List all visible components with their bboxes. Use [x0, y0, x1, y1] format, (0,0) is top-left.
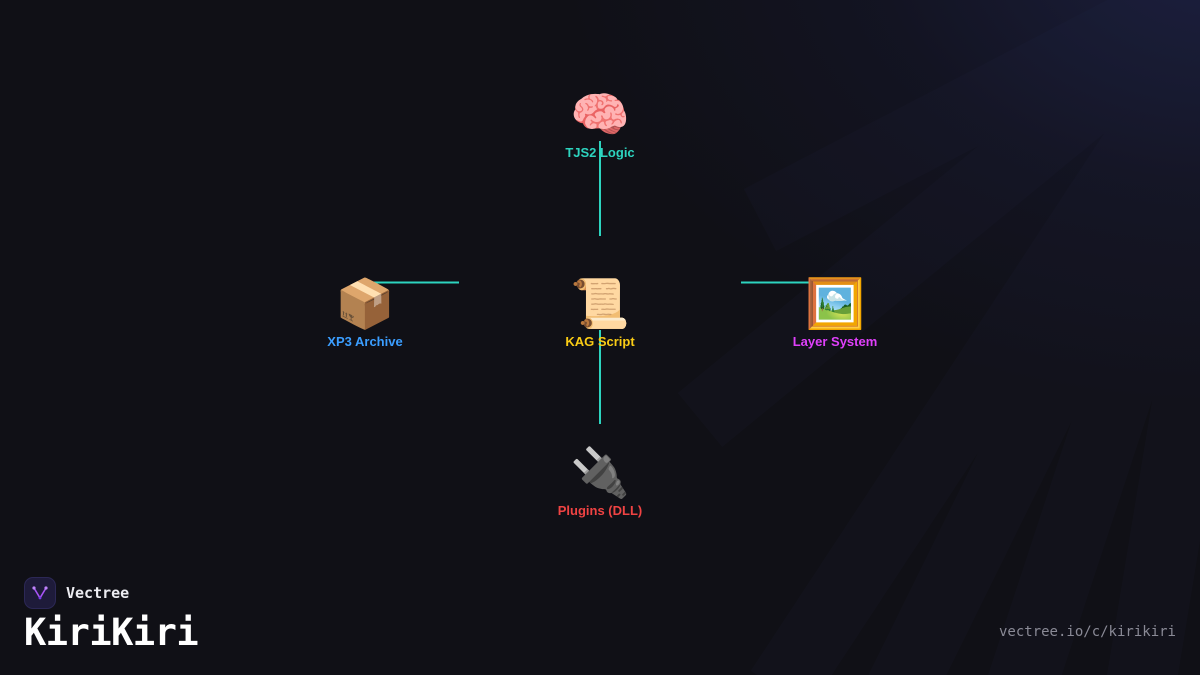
node-kag-script: 📜 KAG Script [500, 276, 700, 350]
node-label-xp3-archive: XP3 Archive [327, 334, 403, 349]
page-title: KiriKiri [24, 611, 199, 654]
node-label-tjs2-logic: TJS2 Logic [565, 145, 635, 160]
package-icon: 📦 [335, 276, 395, 332]
node-label-plugins-dll: Plugins (DLL) [557, 503, 643, 518]
brand-name: Vectree [66, 584, 130, 602]
scroll-icon: 📜 [570, 276, 630, 332]
node-tjs2-logic: 🧠 TJS2 Logic [500, 87, 700, 161]
page-url: vectree.io/c/kirikiri [998, 624, 1176, 640]
framed-picture-icon: 🖼️ [805, 276, 865, 332]
brand: Vectree [24, 577, 129, 609]
brain-icon: 🧠 [570, 87, 630, 143]
node-xp3-archive: 📦 XP3 Archive [265, 276, 465, 350]
plug-icon: 🔌 [570, 445, 630, 501]
node-label-layer-system: Layer System [792, 334, 878, 349]
node-label-kag-script: KAG Script [565, 334, 635, 349]
node-plugins-dll: 🔌 Plugins (DLL) [500, 445, 700, 519]
node-layer-system: 🖼️ Layer System [735, 276, 935, 350]
vectree-logo-icon [24, 577, 56, 609]
